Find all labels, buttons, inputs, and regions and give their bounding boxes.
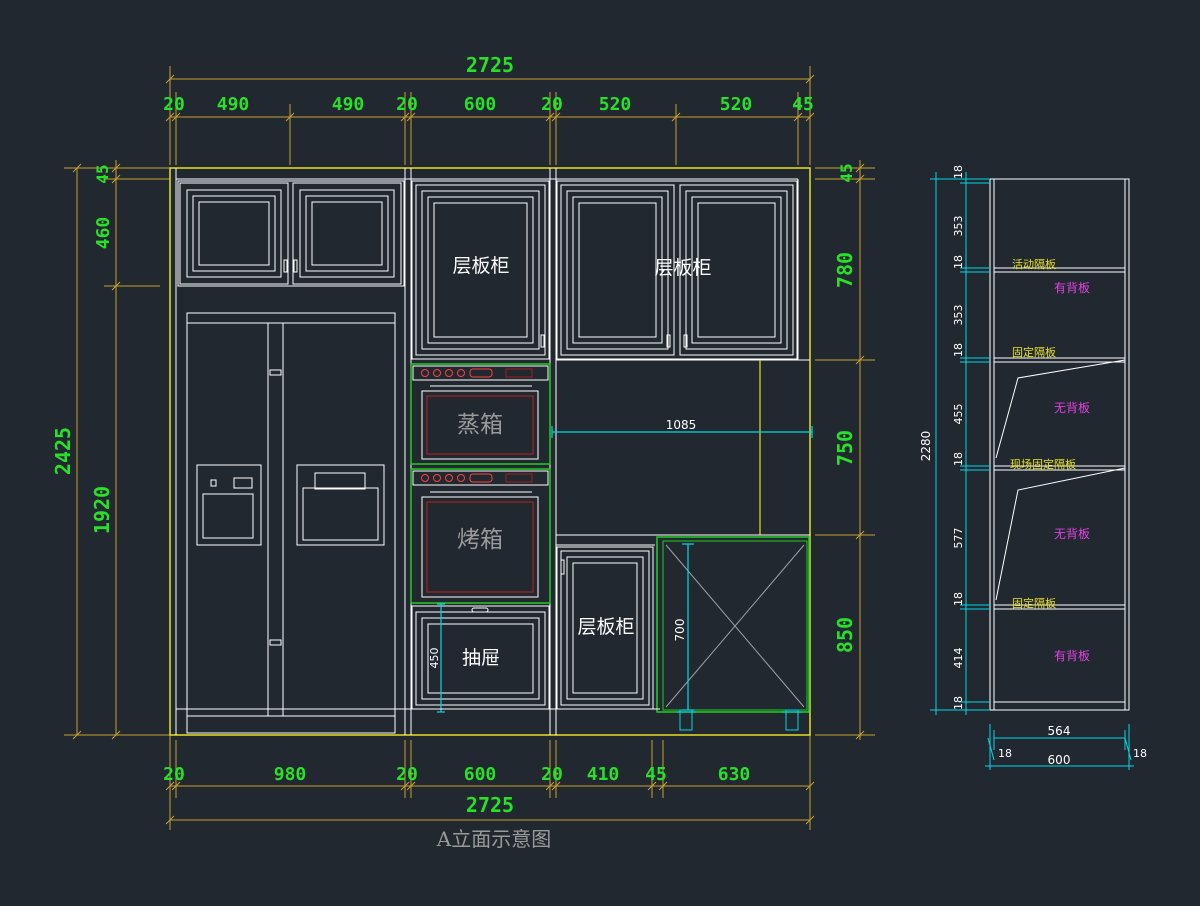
- note-fixed-shelf-2: 固定隔板: [1012, 596, 1056, 610]
- side-width-inner: 564: [1048, 724, 1071, 738]
- note-with-back-2: 有背板: [1054, 649, 1090, 663]
- cabinet-outline: [169, 167, 811, 736]
- side-part-6: 455: [952, 404, 965, 425]
- top-seg-2: 490: [217, 94, 250, 115]
- steamer-oven: [410, 363, 551, 465]
- side-section-dim-lines: [930, 172, 1134, 770]
- side-part-2: 353: [952, 216, 965, 237]
- side-part-10: 414: [952, 648, 965, 669]
- side-part-9: 18: [952, 592, 965, 606]
- top-seg-6: 20: [541, 94, 563, 115]
- drawing-caption: A立面示意图: [436, 827, 551, 851]
- note-movable-shelf: 活动隔板: [1012, 257, 1056, 271]
- top-seg-9: 45: [792, 94, 814, 115]
- left-part-45: 45: [93, 164, 112, 183]
- shelf-cabinet-upper-right: [556, 180, 798, 360]
- side-thickness-left: 18: [998, 747, 1012, 760]
- side-part-7: 18: [952, 452, 965, 466]
- bottom-seg-7: 45: [645, 764, 667, 785]
- side-part-11: 18: [952, 696, 965, 710]
- right-part-750: 750: [833, 430, 857, 466]
- top-total-dim: 2725: [466, 53, 514, 77]
- left-total-dim: 2425: [51, 427, 75, 475]
- refrigerator: [186, 312, 396, 734]
- left-part-460: 460: [93, 217, 114, 250]
- side-part-5: 18: [952, 343, 965, 357]
- dim-700-line: [682, 543, 694, 711]
- dim-450-line: [437, 603, 445, 713]
- bottom-seg-5: 20: [541, 764, 563, 785]
- top-seg-5: 600: [464, 94, 497, 115]
- top-seg-3: 490: [332, 94, 365, 115]
- bottom-seg-3: 20: [396, 764, 418, 785]
- side-height-total: 2280: [919, 431, 933, 462]
- top-seg-4: 20: [396, 94, 418, 115]
- bottom-seg-8: 630: [718, 764, 751, 785]
- label-shelf-cabinet-3: 层板柜: [577, 616, 634, 638]
- side-thickness-right: 18: [1133, 747, 1147, 760]
- right-part-850: 850: [833, 617, 857, 653]
- dim-450-label: 450: [428, 648, 441, 669]
- dim-1085-label: 1085: [666, 418, 697, 432]
- upper-left-cabinet: [177, 180, 405, 287]
- top-seg-1: 20: [163, 94, 185, 115]
- dim-700-label: 700: [673, 619, 687, 642]
- bottom-seg-2: 980: [274, 764, 307, 785]
- note-no-back-1: 无背板: [1054, 401, 1090, 415]
- right-part-780: 780: [833, 252, 857, 288]
- dim-1085-line: [551, 426, 813, 438]
- right-dimension-group: [815, 160, 875, 740]
- side-part-8: 577: [952, 528, 965, 549]
- left-dimension-group: [64, 160, 170, 740]
- bottom-total-dim: 2725: [466, 793, 514, 817]
- side-section-frame: [989, 178, 1130, 711]
- bottom-seg-6: 410: [587, 764, 620, 785]
- label-shelf-cabinet-1: 层板柜: [452, 255, 509, 277]
- top-dimension-group: [165, 66, 815, 165]
- label-shelf-cabinet-2: 层板柜: [654, 257, 711, 279]
- shelf-cabinet-upper-middle: [411, 180, 550, 360]
- note-no-back-2: 无背板: [1054, 527, 1090, 541]
- baking-oven: [410, 468, 551, 604]
- note-fixed-shelf-1: 固定隔板: [1012, 345, 1056, 359]
- bottom-seg-1: 20: [163, 764, 185, 785]
- side-part-3: 18: [952, 255, 965, 269]
- label-oven: 烤箱: [457, 527, 503, 553]
- right-part-45: 45: [837, 163, 856, 182]
- side-part-4: 353: [952, 305, 965, 326]
- bottom-seg-4: 600: [464, 764, 497, 785]
- top-seg-7: 520: [599, 94, 632, 115]
- note-with-back-1: 有背板: [1054, 281, 1090, 295]
- label-drawer: 抽屉: [462, 647, 500, 669]
- bottom-dimension-group: [165, 735, 815, 830]
- label-steamer: 蒸箱: [457, 412, 503, 438]
- drawer-unit: [411, 605, 550, 710]
- side-width-total: 600: [1048, 753, 1071, 767]
- side-part-1: 18: [952, 165, 965, 179]
- top-seg-8: 520: [720, 94, 753, 115]
- left-part-1920: 1920: [90, 486, 114, 534]
- note-site-fixed-shelf: 现场固定隔板: [1010, 457, 1076, 471]
